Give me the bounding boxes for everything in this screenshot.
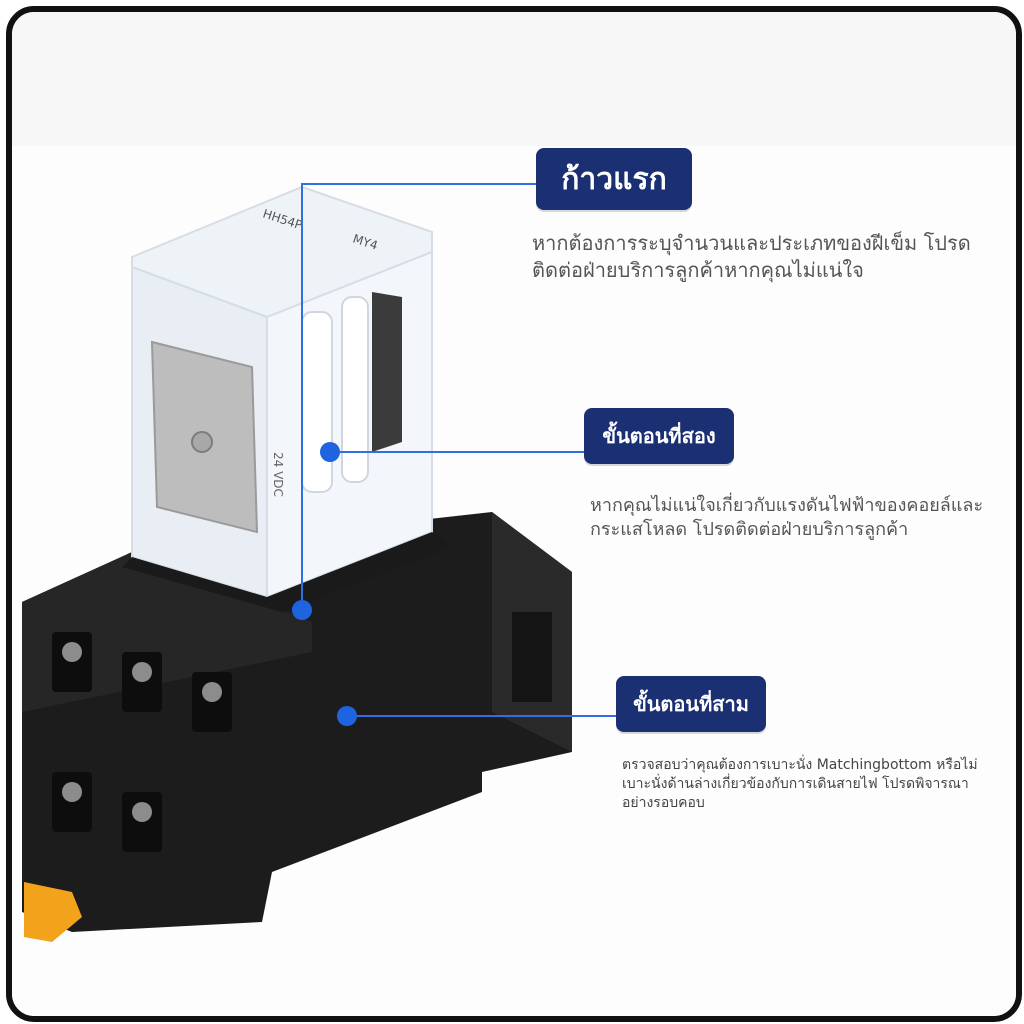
step-1-badge: ก้าวแรก [536, 148, 692, 210]
callout-dot-step-2 [320, 442, 340, 462]
callout-line-step-1 [301, 183, 542, 610]
callout-dot-step-1 [292, 600, 312, 620]
callout-lines [292, 183, 616, 726]
relay-body: HH54P MY4 24 VDC [122, 185, 452, 612]
top-band [12, 12, 1016, 146]
step-2-description: หากคุณไม่แน่ใจเกี่ยวกับแรงดันไฟฟ้าของคอย… [590, 495, 984, 541]
step-3-description: ตรวจสอบว่าคุณต้องการเบาะนั่ง Matchingbot… [622, 757, 978, 811]
step-1-description: หากต้องการระบุจำนวนและประเภทของฝีเข็ม โป… [532, 231, 971, 282]
relay-socket-base [22, 512, 572, 942]
step-3-badge: ขั้นตอนที่สาม [616, 676, 766, 732]
image-frame: HH54P MY4 24 VDC ก้าวแรก หากต้องการระบุจ… [6, 6, 1022, 1022]
relay-product-illustration: HH54P MY4 24 VDC [22, 183, 616, 942]
callout-dot-step-3 [337, 706, 357, 726]
step-2-badge: ขั้นตอนที่สอง [584, 408, 734, 464]
relay-coil-voltage: 24 VDC [271, 452, 285, 497]
